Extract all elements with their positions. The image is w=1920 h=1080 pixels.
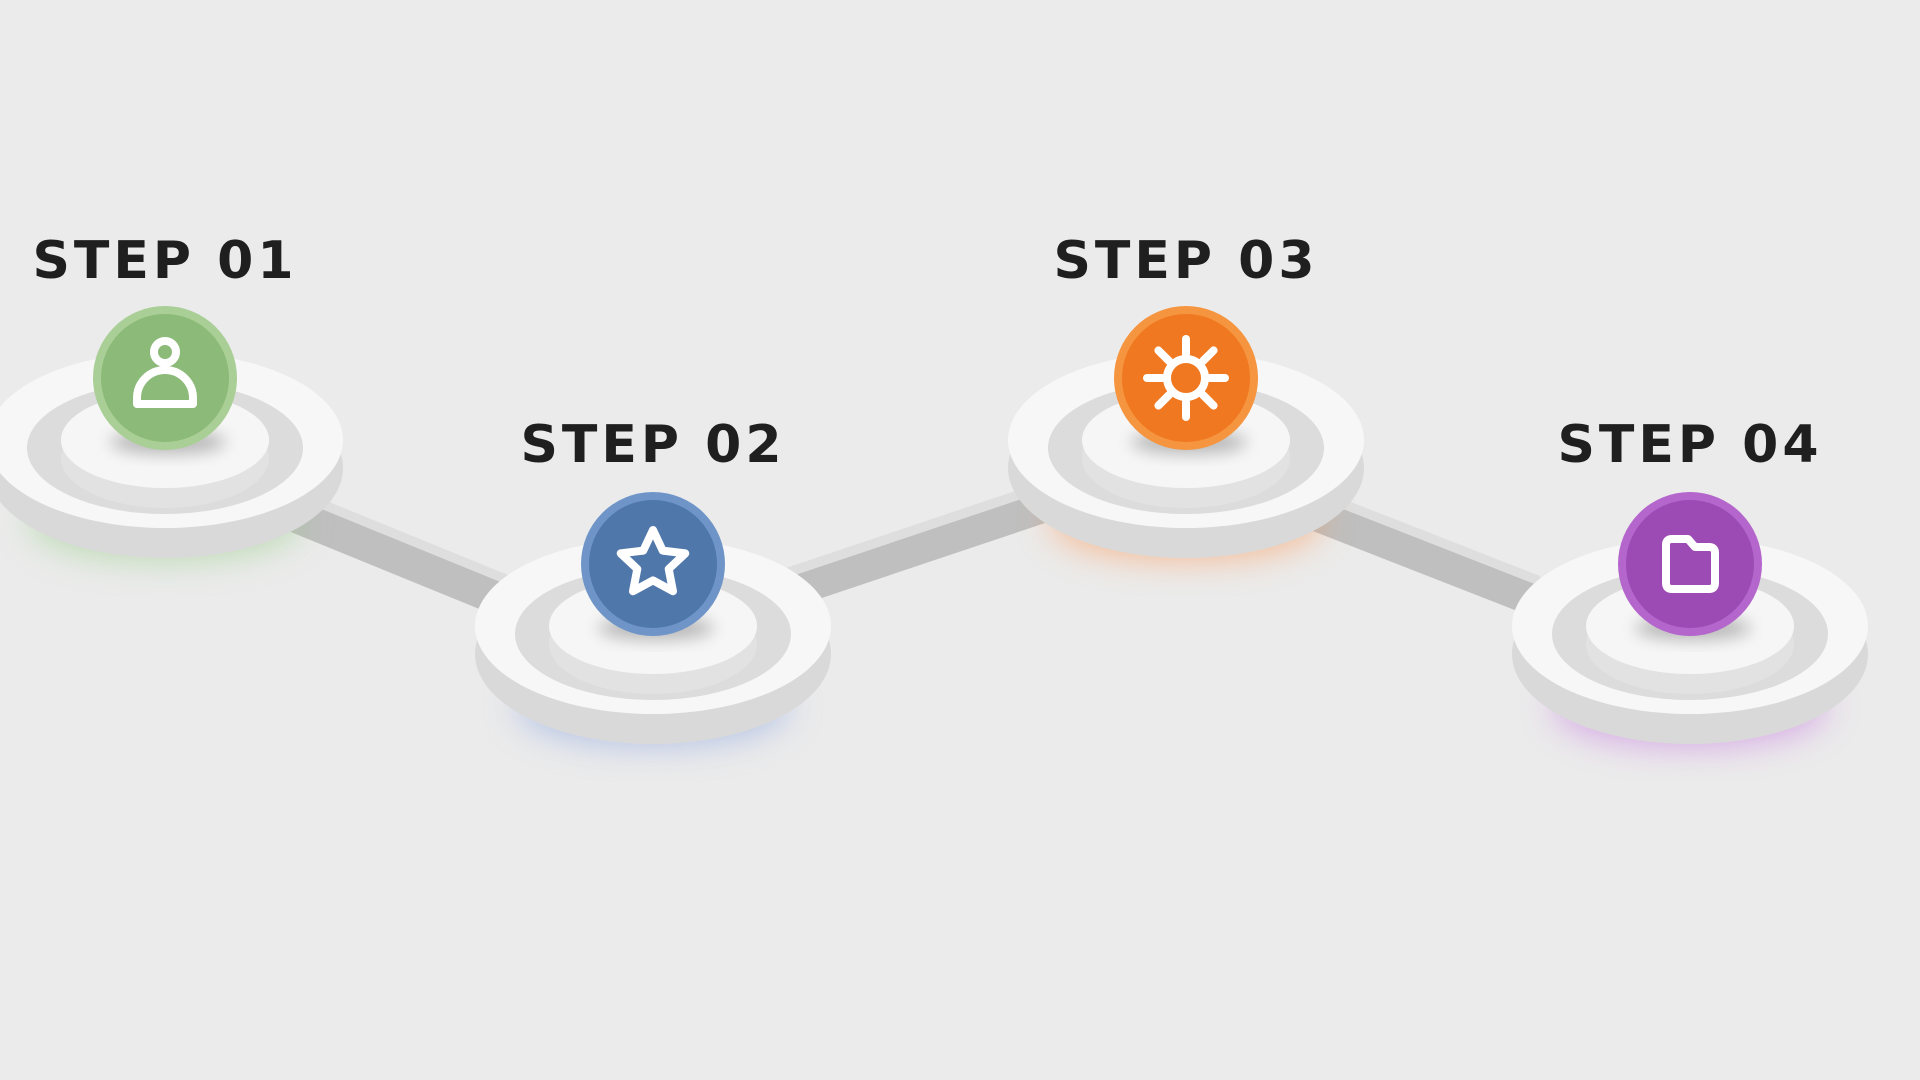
connector-2-3-top [780,476,1060,580]
step-4: STEP 04 [1512,415,1868,744]
connector-1-2 [276,496,530,624]
star-icon [616,526,690,596]
step-4-icon-circle [1626,500,1754,628]
connector-2-3 [780,486,1066,610]
person-icon [133,337,197,408]
step-3-icon-circle [1122,314,1250,442]
step-2-icon-circle [589,500,717,628]
step-3-label: STEP 03 [1053,231,1318,291]
step-4-label: STEP 04 [1557,415,1822,475]
folder-icon [1662,535,1719,593]
connector-1-2-top [290,486,530,594]
step-2: STEP 02 [475,415,831,744]
step-1-label: STEP 01 [32,231,297,291]
step-2-label: STEP 02 [520,415,785,475]
step-3: STEP 03 [1008,231,1364,558]
connector-3-4 [1300,496,1540,616]
connectors [276,476,1540,624]
gear-icon [1143,335,1229,421]
step-1: STEP 01 [0,231,343,558]
connector-3-4-top [1310,486,1540,586]
step-1-icon-circle [101,314,229,442]
